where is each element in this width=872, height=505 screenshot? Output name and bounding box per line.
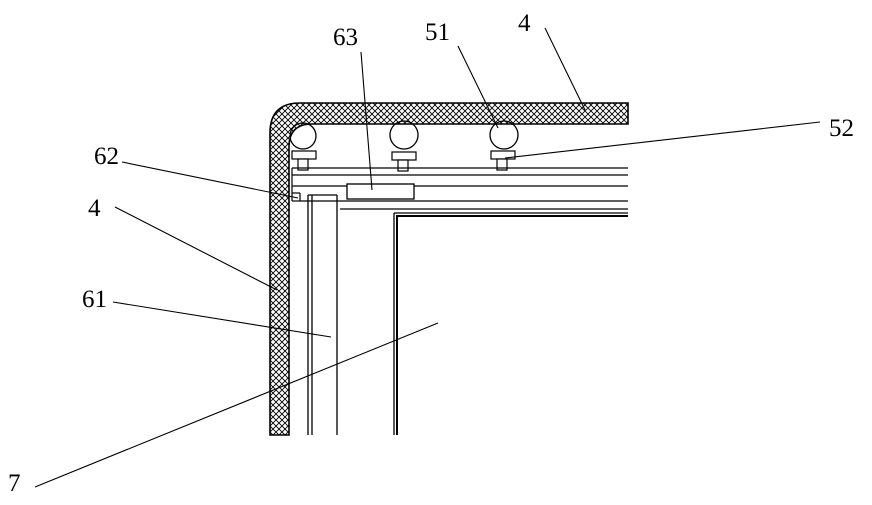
- reference-labels: 4 51 63 52 62 4 61 7: [8, 10, 854, 497]
- panel-frame: [393, 212, 628, 435]
- ball-2: [389, 120, 419, 150]
- leader-4-top: [544, 27, 586, 111]
- horizontal-rails: [291, 167, 628, 210]
- leader-lines: [34, 27, 821, 488]
- label-7: 7: [8, 470, 21, 497]
- leader-63: [360, 51, 373, 191]
- leader-7: [34, 322, 439, 488]
- leader-51: [457, 45, 499, 129]
- mount-2-stem: [397, 159, 409, 172]
- leader-52: [504, 121, 821, 159]
- label-52: 52: [829, 115, 854, 142]
- leader-61: [112, 301, 332, 338]
- connector-block: [346, 183, 415, 200]
- ball-1: [289, 122, 317, 150]
- ball-rollers: [289, 120, 519, 150]
- housing-shell: [269, 102, 629, 436]
- label-61: 61: [82, 286, 107, 313]
- leader-62: [121, 161, 299, 199]
- label-62: 62: [94, 143, 119, 170]
- ball-mounts: [291, 150, 516, 172]
- mount-1-stem: [297, 158, 309, 171]
- label-51: 51: [425, 19, 450, 46]
- mount-1-block: [291, 150, 317, 160]
- label-63: 63: [333, 24, 358, 51]
- vertical-bar: [307, 194, 338, 435]
- mount-3-stem: [496, 158, 508, 171]
- label-4-top: 4: [518, 10, 531, 37]
- ball-3: [489, 120, 519, 150]
- label-4-side: 4: [88, 195, 101, 222]
- mount-2-block: [391, 151, 417, 161]
- leader-4-side: [114, 206, 278, 291]
